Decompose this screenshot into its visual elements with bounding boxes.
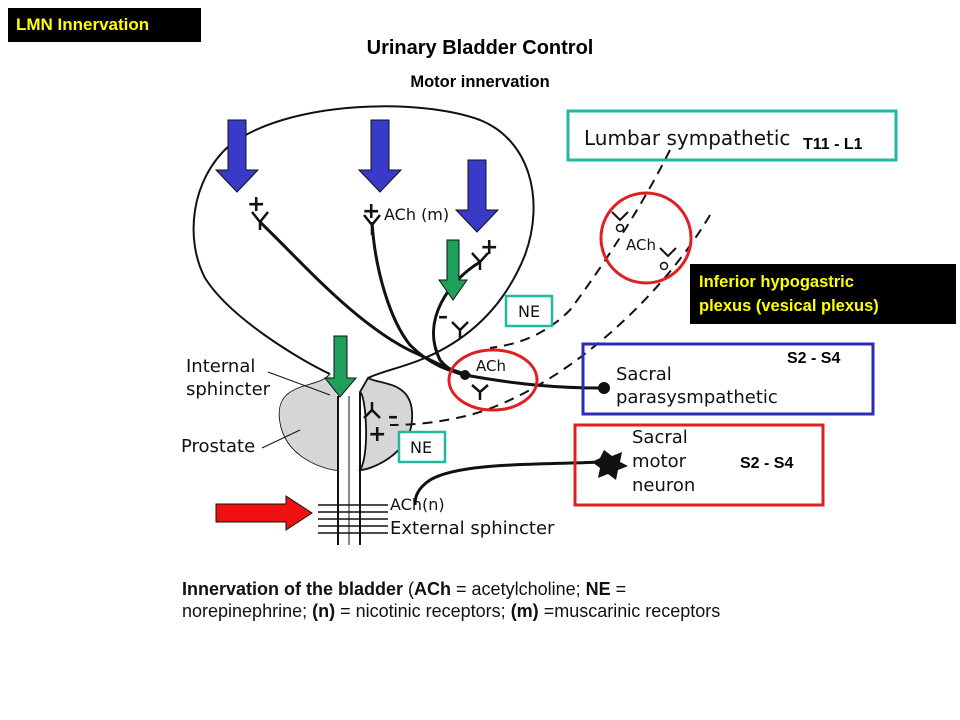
internal-sphincter-label-1: Internal: [186, 356, 256, 377]
s2-s4-motor-label: S2 - S4: [740, 455, 794, 472]
external-sphincter-label: External sphincter: [390, 518, 555, 539]
internal-pointer: [267, 371, 331, 396]
minus-sign: –: [388, 404, 398, 428]
caption-part: =: [610, 579, 627, 599]
receptor-mark: [451, 321, 469, 338]
caption-part: (n): [312, 601, 336, 621]
sacral-para-box: [581, 342, 875, 416]
blue-arrow-left: [214, 119, 260, 193]
minus-sign: –: [438, 304, 448, 328]
para-ganglion-dot: [460, 370, 470, 380]
receptor-mark: [471, 384, 489, 400]
green-arrow-lower: [323, 335, 358, 398]
page-title: Urinary Bladder Control: [366, 37, 594, 59]
hypogastric-plexus-label: Inferior hypogastric plexus (vesical ple…: [690, 264, 956, 324]
receptor-mark: [471, 252, 489, 270]
receptor-mark: [363, 214, 381, 235]
ne-upper-box: [504, 294, 554, 328]
lumbar-sympathetic-label: Lumbar sympathetic: [584, 126, 791, 150]
plus-sign: +: [368, 422, 387, 447]
motor-fiber: [413, 460, 601, 506]
sacral-motor-label-3: neuron: [632, 475, 696, 496]
sacral-para-label-1: Sacral: [616, 364, 672, 385]
page-subtitle: Motor innervation: [410, 73, 550, 91]
plus-sign: +: [480, 235, 499, 260]
ne-upper-label: NE: [518, 302, 541, 321]
plus-sign: +: [247, 192, 266, 217]
ganglion-ring: [447, 348, 539, 412]
figure-caption: Innervation of the bladder (ACh = acetyl…: [182, 578, 902, 622]
ne-lower-box: [397, 430, 447, 464]
caption-part: ACh: [414, 579, 452, 599]
receptor-mark: [659, 247, 677, 258]
ach-m-label: ACh (m): [384, 205, 450, 224]
blue-arrow-center: [357, 119, 403, 193]
sacral-para-dot: [598, 382, 610, 394]
green-arrow-upper: [438, 239, 468, 301]
caption-part: = acetylcholine;: [451, 579, 586, 599]
caption-part: =muscarinic receptors: [538, 601, 721, 621]
caption-part: NE: [585, 579, 611, 599]
prostate-fill: [279, 374, 338, 470]
lmn-innervation-tag: LMN Innervation: [8, 8, 201, 42]
ach-n-label: ACh(n): [390, 495, 445, 514]
internal-sphincter-label-2: sphincter: [186, 379, 271, 400]
receptor-mark: [363, 402, 381, 419]
ach-plexus-label: ACh: [626, 236, 656, 254]
sacral-motor-label-2: motor: [632, 451, 687, 472]
receptor-mark: [251, 211, 269, 230]
motor-neuron-body: [592, 450, 628, 480]
sacral-para-label-2: parasysmpathetic: [616, 387, 778, 408]
caption-part: Innervation of the bladder: [182, 579, 404, 599]
hypogastric-line-2: plexus (vesical plexus): [699, 297, 879, 315]
symp-fiber-dashed: [389, 214, 711, 426]
plus-sign: +: [362, 199, 381, 224]
receptor-mark: [611, 211, 629, 222]
symp-fiber-dashed: [489, 149, 671, 349]
hypogastric-line-1: Inferior hypogastric: [699, 273, 854, 291]
plexus-ring: [599, 191, 693, 285]
prostate-pointer: [261, 429, 301, 449]
ne-lower-label: NE: [410, 438, 433, 457]
lumbar-sympathetic-box: [566, 109, 898, 162]
plexus-dot: [659, 261, 669, 271]
ach-ganglion-label: ACh: [476, 357, 506, 375]
caption-part: norepinephrine;: [182, 601, 313, 621]
caption-part: (m): [510, 601, 539, 621]
plexus-dot: [615, 223, 625, 233]
sacral-motor-label-1: Sacral: [632, 427, 688, 448]
bladder-outline: [192, 105, 535, 379]
t11-l1-label: T11 - L1: [803, 136, 863, 153]
s2-s4-para-label: S2 - S4: [787, 350, 841, 367]
prostate-label: Prostate: [181, 436, 256, 457]
caption-part: = nicotinic receptors;: [335, 601, 511, 621]
red-arrow: [215, 495, 313, 531]
caption-part: (: [403, 579, 415, 599]
blue-arrow-right: [454, 159, 500, 233]
sacral-motor-box: [573, 423, 825, 507]
